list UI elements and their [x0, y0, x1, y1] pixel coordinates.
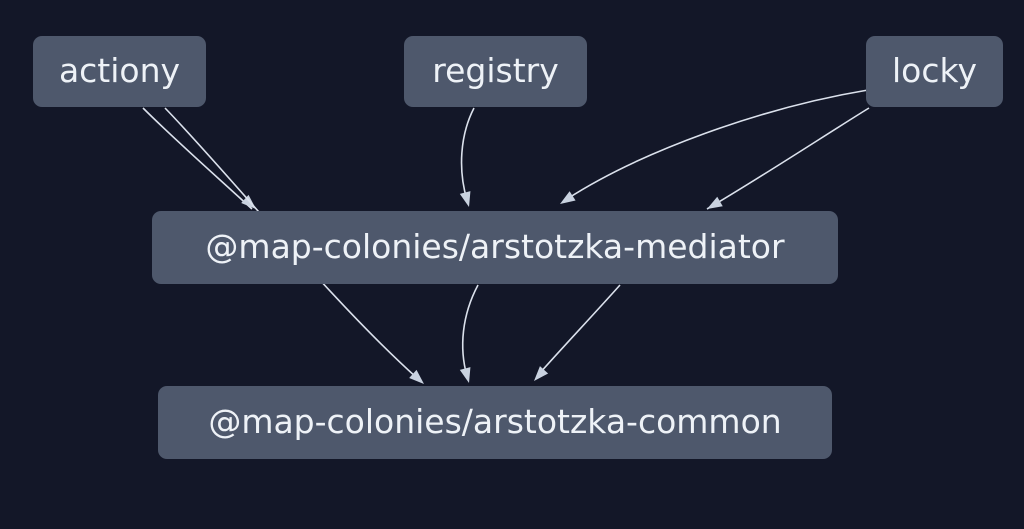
edge-actiony-to-mediator [142, 107, 256, 210]
graph-node-common[interactable]: @map-colonies/arstotzka-common [158, 386, 832, 459]
node-box-registry[interactable] [404, 36, 587, 107]
edge-locky-to-mediator [706, 107, 870, 210]
node-box-actiony[interactable] [33, 36, 206, 107]
edge-mediator-to-common [534, 284, 621, 381]
node-label-registry: registry [432, 51, 559, 90]
graph-node-locky[interactable]: locky [866, 36, 1003, 107]
edge-arrowhead [459, 367, 471, 383]
node-label-locky: locky [892, 51, 977, 90]
edge-arrowhead [707, 196, 723, 209]
graph-node-registry[interactable]: registry [404, 36, 587, 107]
edge-line [538, 284, 621, 375]
edge-line [460, 107, 475, 201]
edge-line [566, 89, 869, 200]
edge-registry-to-common [459, 284, 479, 383]
edge-arrowhead [534, 366, 549, 381]
node-box-mediator[interactable] [152, 211, 838, 284]
node-box-locky[interactable] [866, 36, 1003, 107]
graph-node-actiony[interactable]: actiony [33, 36, 206, 107]
edge-registry-to-mediator [459, 107, 475, 207]
edge-locky-to-mediator [560, 89, 869, 204]
edge-arrowhead [409, 369, 424, 384]
node-box-common[interactable] [158, 386, 832, 459]
graph-node-mediator[interactable]: @map-colonies/arstotzka-mediator [152, 211, 838, 284]
edge-line [462, 284, 479, 377]
node-label-common: @map-colonies/arstotzka-common [208, 402, 781, 441]
edge-line [142, 107, 253, 210]
node-label-actiony: actiony [59, 51, 180, 90]
nodes-layer: actiony registry locky @map-colonies/arstot… [33, 36, 1003, 459]
edge-arrowhead [560, 191, 576, 204]
edge-arrowhead [459, 191, 471, 207]
node-label-mediator: @map-colonies/arstotzka-mediator [205, 227, 785, 266]
edge-line [706, 107, 870, 210]
